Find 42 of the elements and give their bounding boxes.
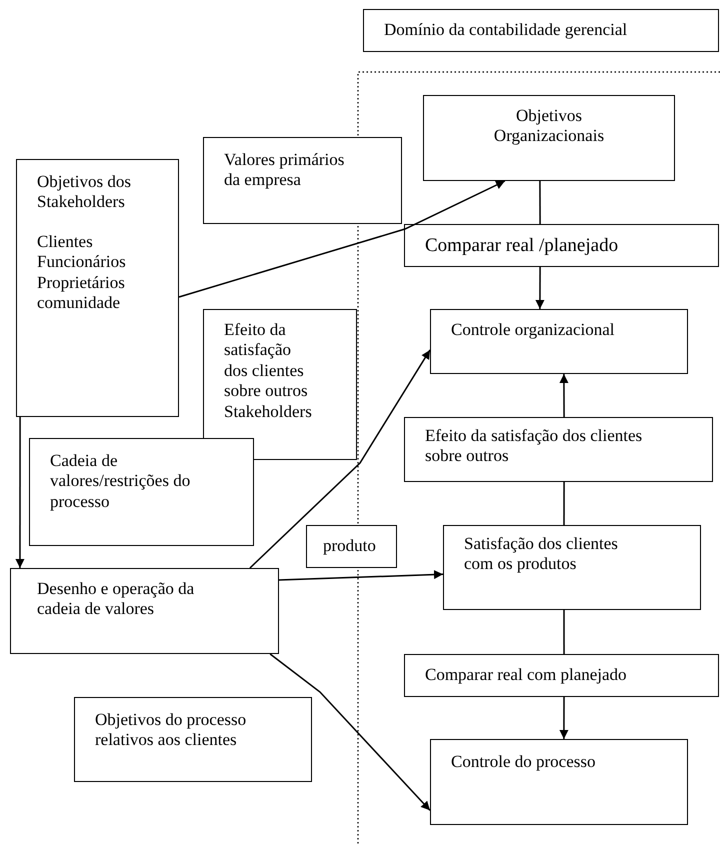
- box-text: Desenho e operação da cadeia de valores: [37, 579, 196, 620]
- box-text: Controle organizacional: [451, 320, 614, 340]
- box-text: Controle do processo: [451, 752, 596, 772]
- text-box: [430, 309, 688, 374]
- text-box: [430, 739, 688, 825]
- text-box: [363, 9, 719, 52]
- arrow: [15, 417, 24, 568]
- arrow: [278, 570, 444, 581]
- text-box: [10, 568, 279, 654]
- text-box: [74, 697, 312, 782]
- box-text: Satisfação dos clientes com os produtos: [464, 534, 619, 575]
- arrow: [535, 267, 544, 309]
- arrow: [559, 374, 568, 417]
- text-box: [404, 224, 719, 267]
- box-text: Efeito da satisfação dos clientes sobre outros: [425, 426, 644, 467]
- text-box: [404, 417, 713, 482]
- box-text: Objetivos Organizacionais: [492, 106, 606, 147]
- text-box: [203, 309, 357, 460]
- box-text: Objetivos do processo relativos aos clientes: [95, 710, 248, 751]
- text-box: [423, 95, 675, 181]
- text-box: [306, 525, 397, 568]
- text-box: [404, 654, 719, 697]
- text-box: [203, 137, 402, 224]
- box-text: produto: [323, 536, 376, 556]
- text-box: [443, 525, 701, 610]
- text-box: [29, 438, 254, 546]
- arrow: [270, 653, 431, 811]
- arrow: [249, 350, 431, 569]
- connector-line: [539, 181, 541, 224]
- box-text: Cadeia de valores/restrições do processo: [50, 451, 192, 512]
- box-text: Efeito da satisfação dos clientes sobre outros Stakeholders: [224, 320, 312, 422]
- box-text: Domínio da contabilidade gerencial: [384, 20, 628, 40]
- arrow: [559, 697, 568, 739]
- box-text: Comparar real /planejado: [425, 235, 618, 258]
- arrow: [178, 180, 506, 298]
- box-text: Valores primários da empresa: [224, 150, 346, 191]
- box-text: Objetivos dos Stakeholders: [37, 172, 132, 213]
- box-text: Clientes Funcionários Proprietários comunidade: [37, 232, 127, 314]
- box-text: Comparar real com planejado: [425, 665, 627, 686]
- text-box: [16, 159, 179, 417]
- connector-line: [563, 482, 565, 525]
- connector-line: [563, 610, 565, 654]
